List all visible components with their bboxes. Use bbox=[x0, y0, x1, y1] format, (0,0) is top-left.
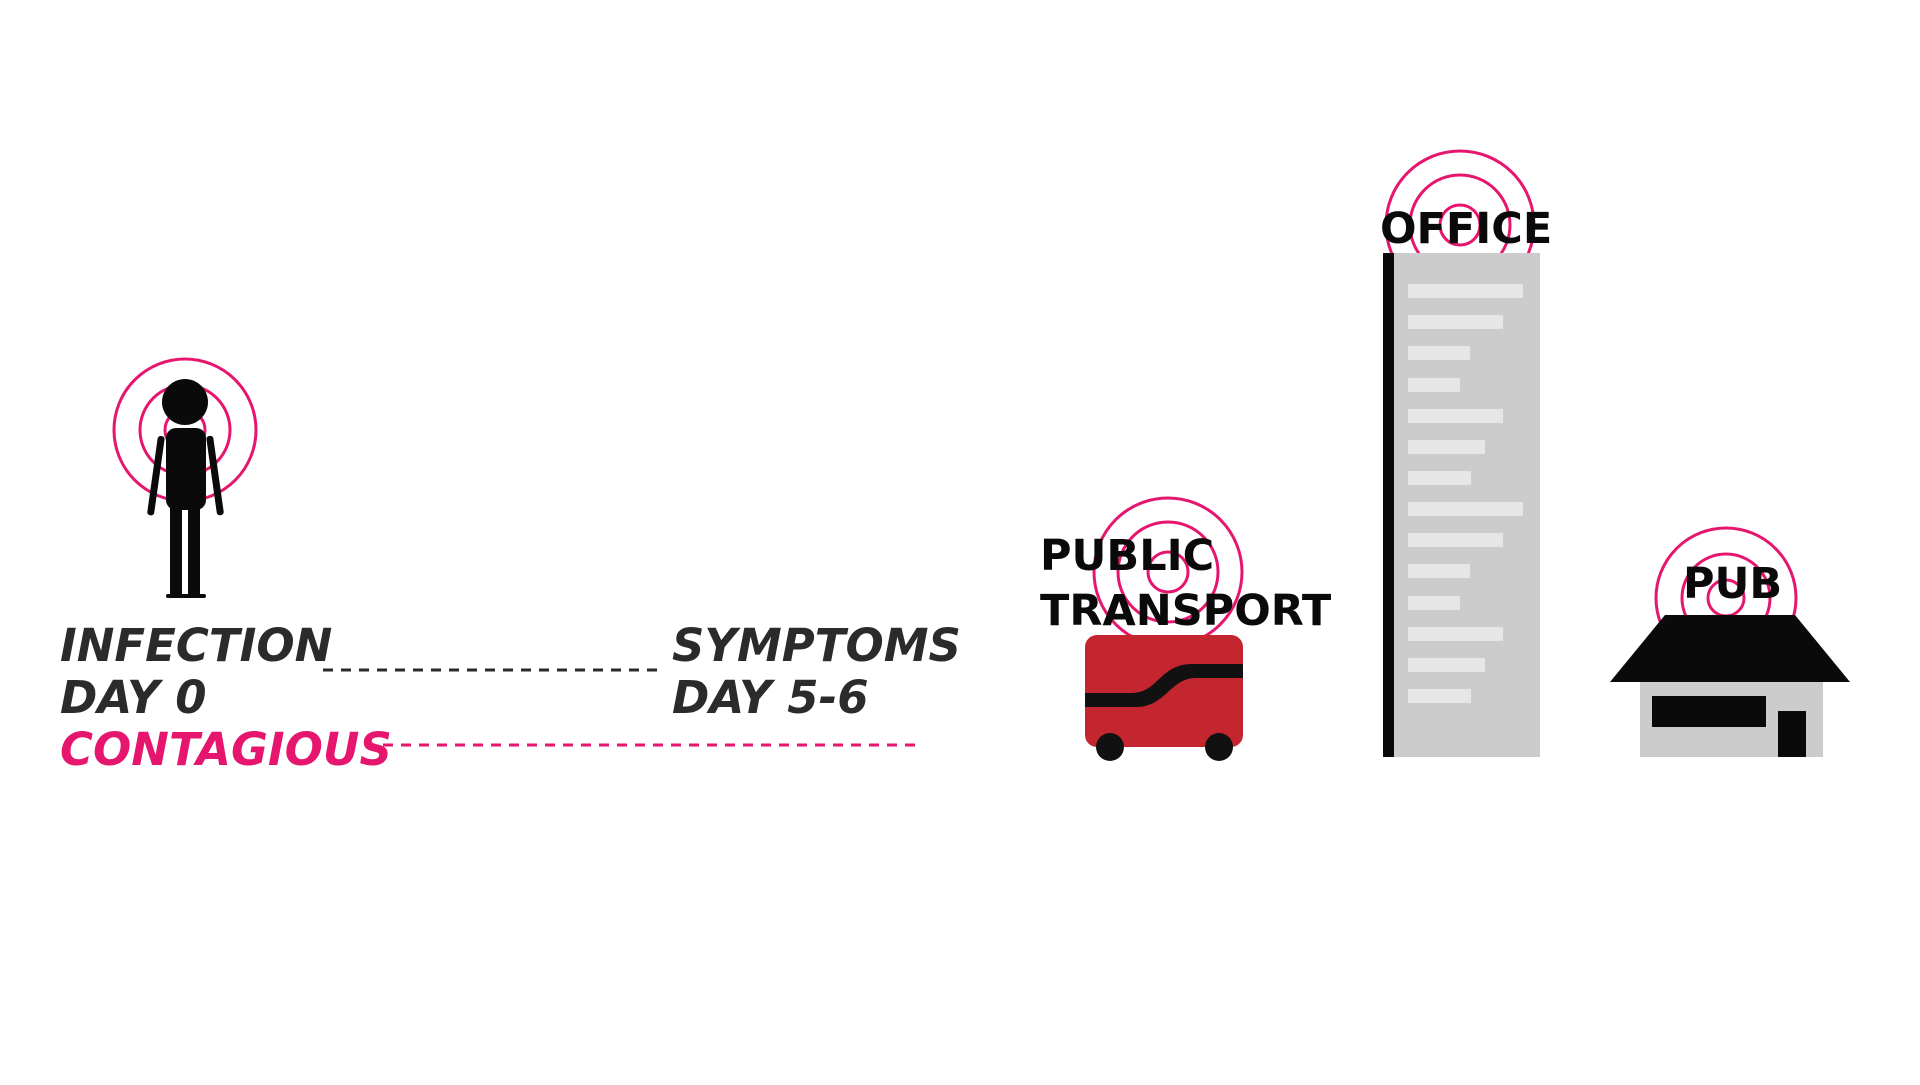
symptoms-label: SYMPTOMS bbox=[672, 619, 961, 672]
transport-label-line2: TRANSPORT bbox=[1040, 586, 1332, 636]
person-group bbox=[112, 357, 258, 598]
office-label: OFFICE bbox=[1380, 204, 1552, 254]
symptoms-day-label: DAY 5-6 bbox=[672, 671, 869, 724]
person-icon bbox=[147, 379, 224, 598]
transport-label-line1: PUBLIC bbox=[1040, 531, 1214, 581]
contagious-label: CONTAGIOUS bbox=[60, 723, 392, 776]
pub-house-icon bbox=[1610, 615, 1850, 757]
office-group: OFFICE bbox=[1380, 149, 1552, 757]
infection-label: INFECTION bbox=[60, 619, 332, 672]
infection-day-label: DAY 0 bbox=[60, 671, 207, 724]
pub-group: PUB bbox=[1610, 526, 1850, 757]
bus-icon bbox=[1085, 635, 1243, 761]
office-windows bbox=[1408, 284, 1523, 703]
pub-label: PUB bbox=[1683, 559, 1782, 609]
office-building-icon bbox=[1383, 253, 1540, 757]
transport-group: PUBLIC TRANSPORT bbox=[1040, 496, 1332, 761]
